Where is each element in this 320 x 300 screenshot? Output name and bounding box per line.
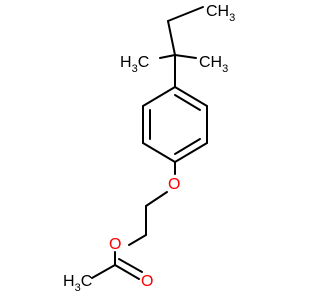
ch3-bottom-left-label: H3C — [63, 273, 92, 294]
ring-bond-6 — [142, 86, 176, 107]
ring-bond-4 — [142, 142, 176, 163]
ring-inner-double-1 — [174, 94, 201, 111]
bond-ethyl-ch2-ch3 — [167, 6, 204, 22]
ch3-top-right-label: CH3 — [206, 3, 235, 24]
ether-oxygen-label: O — [168, 176, 180, 193]
ch3-right-label: CH3 — [199, 54, 228, 75]
bond-quaternary-methyl-right — [174, 54, 197, 59]
ring-bond-3 — [174, 142, 208, 163]
ring-inner-double-2 — [174, 138, 201, 155]
ester-oxygen-label: O — [109, 236, 121, 253]
bond-carbonyl-double-2 — [118, 258, 143, 273]
bond-carbonyl-double-1 — [114, 264, 140, 280]
carbonyl-oxygen-label: O — [141, 273, 153, 290]
ch3-left-label: H3C — [120, 54, 149, 75]
bond-quaternary-ethyl — [167, 20, 176, 56]
bond-quaternary-methyl-left — [159, 54, 176, 59]
ring-bond-1 — [174, 86, 208, 107]
chemical-structure-diagram: CH3 H3C CH3 O O O H3C — [63, 3, 235, 294]
bond-ether-oxygen-ch2 — [145, 191, 168, 207]
bond-carbonyl-methyl — [91, 264, 116, 279]
bond-ch2-ester-oxygen — [128, 234, 147, 246]
